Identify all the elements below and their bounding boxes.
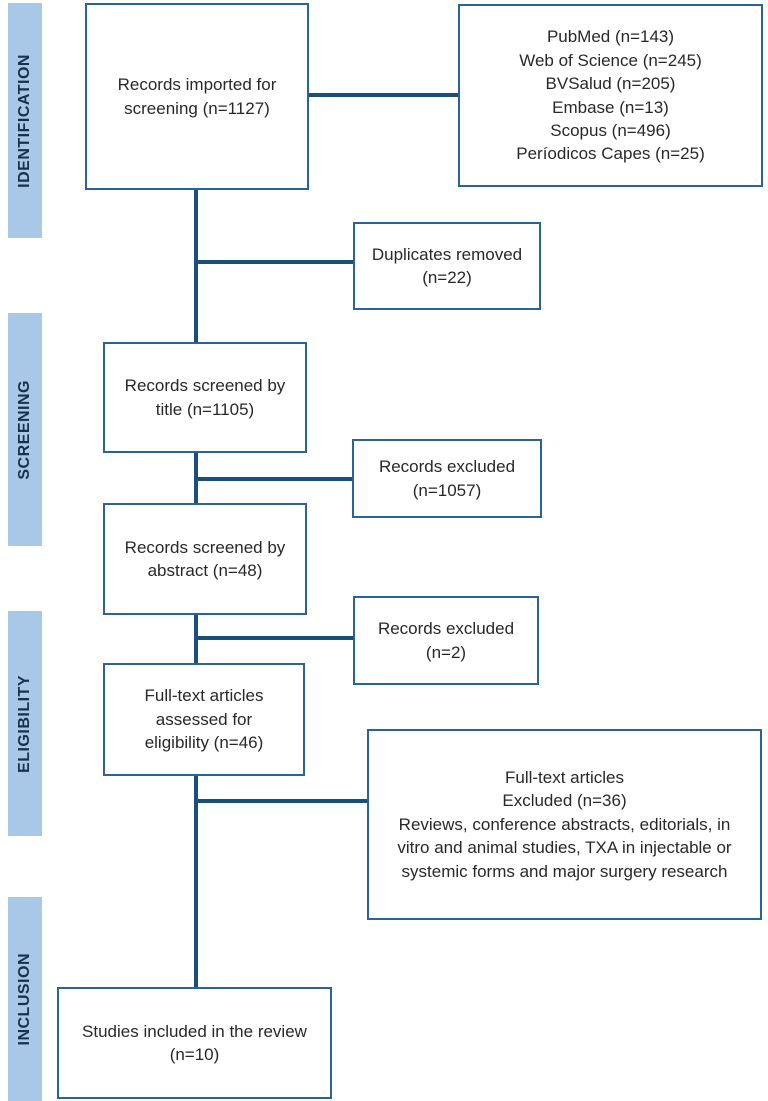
box-records-excluded-title: Records excluded (n=1057)	[352, 439, 542, 518]
connector-imported-to-databases	[309, 93, 458, 97]
stage-label-identification: IDENTIFICATION	[16, 53, 33, 188]
box-text-line: abstract (n=48)	[147, 561, 263, 580]
stage-band-inclusion: INCLUSION	[8, 897, 42, 1101]
box-records-screened-abstract: Records screened by abstract (n=48)	[103, 503, 307, 615]
stage-band-screening: SCREENING	[8, 313, 42, 546]
box-database-sources: PubMed (n=143) Web of Science (n=245) BV…	[458, 4, 763, 187]
box-studies-included: Studies included in the review (n=10)	[57, 987, 332, 1099]
box-text-line: Duplicates removed	[371, 244, 523, 264]
box-records-screened-title: Records screened by title (n=1105)	[103, 342, 307, 453]
box-text-line: systemic forms and major surgery researc…	[401, 861, 728, 881]
box-records-excluded-abstract: Records excluded (n=2)	[353, 596, 539, 685]
connector-to-fulltext-excluded	[196, 799, 367, 803]
box-text-line: Full-text articles	[144, 686, 264, 706]
box-text-line: eligibility (n=46)	[144, 733, 264, 753]
box-text-line: Records screened by	[124, 376, 286, 396]
connector-to-duplicates-removed	[196, 260, 353, 264]
box-text-line: Reviews, conference abstracts, editorial…	[398, 814, 731, 834]
box-text-line: Records excluded	[377, 619, 515, 639]
box-text-line: (n=1057)	[412, 480, 482, 500]
box-text-line: Excluded (n=36)	[502, 791, 627, 811]
box-fulltext-assessed: Full-text articles assessed for eligibil…	[103, 663, 305, 776]
box-text-line: vitro and animal studies, TXA in injecta…	[397, 838, 732, 858]
box-text-line: Full-text articles	[504, 767, 625, 787]
box-text-line: assessed for	[155, 709, 253, 729]
box-duplicates-removed: Duplicates removed (n=22)	[353, 222, 541, 310]
box-text-line: (n=22)	[422, 268, 472, 287]
box-text-line: BVSalud (n=205)	[545, 74, 676, 94]
box-text-line: Web of Science (n=245)	[519, 50, 702, 70]
box-fulltext-excluded: Full-text articles Excluded (n=36) Revie…	[367, 729, 762, 920]
stage-label-screening: SCREENING	[16, 379, 33, 480]
connector-to-records-excluded-title	[196, 477, 352, 481]
stage-band-identification: IDENTIFICATION	[8, 3, 42, 238]
box-text-line: Records screened by	[124, 537, 286, 557]
box-text-line: screening (n=1127)	[124, 98, 270, 118]
box-text-line: Scopus (n=496)	[550, 120, 671, 140]
connector-imported-to-screened-title	[194, 190, 198, 342]
connector-fulltext-to-included	[194, 776, 198, 987]
box-text-line: PubMed (n=143)	[546, 27, 675, 47]
box-text-line: Embase (n=13)	[552, 97, 669, 117]
box-records-imported: Records imported for screening (n=1127)	[85, 3, 309, 190]
box-text-line: (n=10)	[169, 1045, 220, 1064]
box-text-line: title (n=1105)	[155, 399, 255, 419]
box-text-line: Períodicos Capes (n=25)	[516, 144, 705, 164]
stage-label-eligibility: ELIGIBILITY	[16, 674, 33, 773]
connector-to-records-excluded-abstract	[196, 636, 353, 640]
box-text-line: Studies included in the review	[82, 1021, 307, 1041]
stage-band-eligibility: ELIGIBILITY	[8, 611, 42, 836]
box-text-line: (n=2)	[425, 642, 467, 662]
stage-label-inclusion: INCLUSION	[16, 952, 33, 1046]
box-text-line: Records imported for	[117, 75, 277, 95]
box-text-line: Records excluded	[378, 457, 516, 477]
